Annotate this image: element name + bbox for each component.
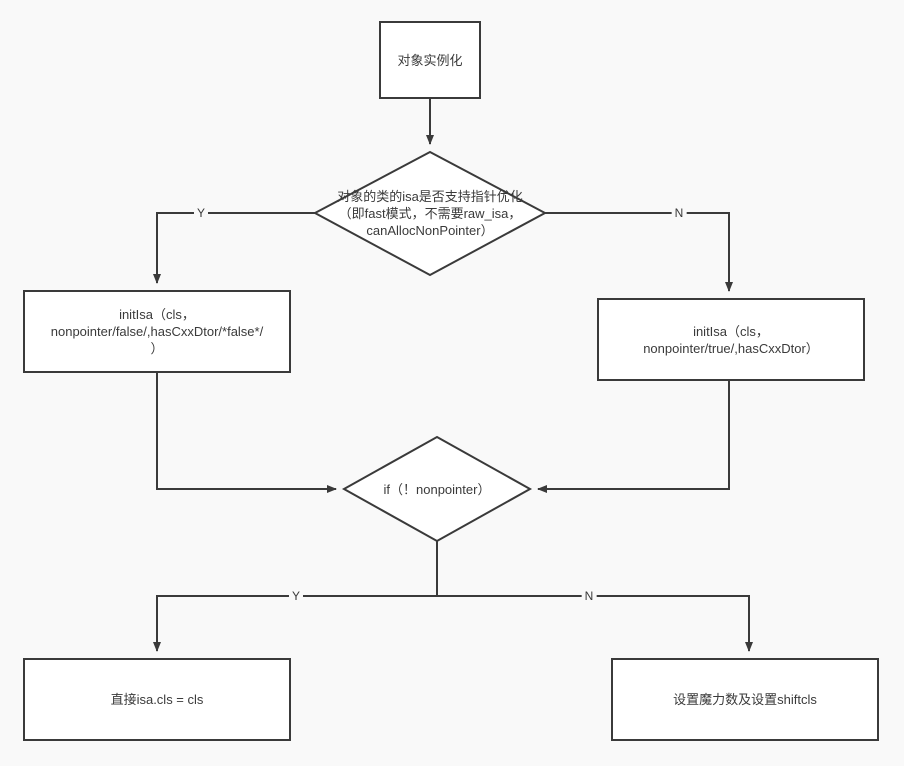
edge-label-isa-yes: Y xyxy=(193,207,209,219)
edge-label-isa-no: N xyxy=(671,207,687,219)
edge-decision-isa-yes xyxy=(153,212,315,284)
node-shape-start[interactable] xyxy=(379,21,481,99)
node-shape-init-isa-true[interactable] xyxy=(597,298,865,381)
edge-label-nonpointer-no: N xyxy=(581,590,597,602)
node-shape-init-isa-false[interactable] xyxy=(23,290,291,373)
edge-init-isa-false-to-decision-nonpointer xyxy=(156,372,337,493)
edge-decision-isa-no xyxy=(545,212,733,292)
node-shape-decision-nonpointer[interactable] xyxy=(341,435,533,543)
node-shape-assign-cls[interactable] xyxy=(23,658,291,741)
edge-label-nonpointer-yes: Y xyxy=(288,590,304,602)
node-shape-set-magic-shiftcls[interactable] xyxy=(611,658,879,741)
edge-decision-nonpointer-no xyxy=(437,595,753,652)
edge-init-isa-true-to-decision-nonpointer xyxy=(537,380,730,493)
node-shape-decision-isa-optimize[interactable] xyxy=(312,150,548,277)
edge-decision-nonpointer-yes xyxy=(153,595,437,652)
